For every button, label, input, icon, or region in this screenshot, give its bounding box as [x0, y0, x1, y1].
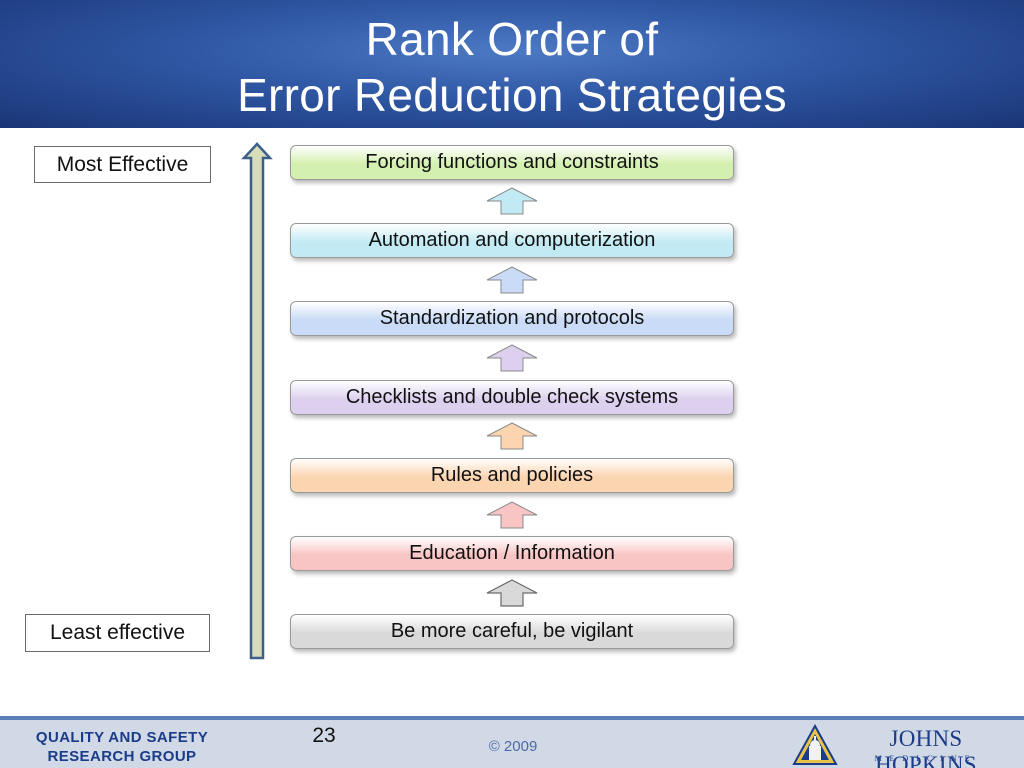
strategy-forcing-functions: Forcing functions and constraints: [290, 145, 734, 180]
johns-hopkins-wordmark: JOHNS HOPKINS: [875, 726, 977, 768]
up-arrow-icon: [486, 187, 538, 215]
up-arrow-icon: [486, 344, 538, 372]
org-name-line-1: QUALITY AND SAFETY: [35, 729, 209, 746]
effectiveness-axis-arrow-icon: [241, 142, 273, 660]
strategy-be-careful: Be more careful, be vigilant: [290, 614, 734, 649]
johns-hopkins-crest-icon: [792, 724, 838, 765]
most-effective-label: Most Effective: [34, 146, 211, 183]
slide-title-bar: Rank Order of Error Reduction Strategies: [0, 0, 1024, 128]
up-arrow-icon: [486, 422, 538, 450]
strategy-standardization: Standardization and protocols: [290, 301, 734, 336]
strategy-rules-policies: Rules and policies: [290, 458, 734, 493]
up-arrow-icon: [486, 266, 538, 294]
page-number: 23: [312, 724, 336, 747]
slide-title-line-2: Error Reduction Strategies: [237, 69, 787, 121]
org-name: QUALITY AND SAFETY RESEARCH GROUP: [16, 728, 228, 766]
slide-footer: QUALITY AND SAFETY RESEARCH GROUP 23 © 2…: [0, 716, 1024, 768]
medicine-wordmark: MEDICINE: [874, 754, 978, 763]
slide-title-line-1: Rank Order of: [365, 13, 659, 65]
up-arrow-icon: [486, 579, 538, 607]
least-effective-label: Least effective: [25, 614, 210, 652]
up-arrow-icon: [486, 501, 538, 529]
org-name-line-2: RESEARCH GROUP: [47, 748, 197, 765]
strategy-automation: Automation and computerization: [290, 223, 734, 258]
copyright-text: © 2009: [488, 738, 538, 755]
strategy-education: Education / Information: [290, 536, 734, 571]
strategy-checklists: Checklists and double check systems: [290, 380, 734, 415]
